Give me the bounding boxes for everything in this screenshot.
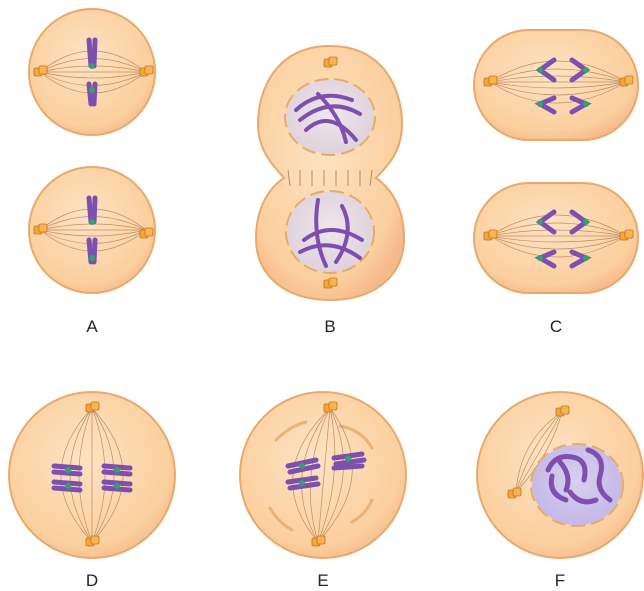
panel-a-cell-top (29, 9, 155, 135)
nucleus (286, 80, 374, 154)
centromere (537, 255, 543, 261)
centromere (583, 67, 589, 73)
panel-e: E (240, 392, 406, 590)
panel-a: A (29, 9, 155, 336)
panel-c-cell-top (474, 30, 638, 140)
centromere (65, 467, 71, 473)
panel-label: F (555, 571, 565, 590)
centromere (583, 101, 589, 107)
centromere (537, 67, 543, 73)
panel-c: C (474, 30, 638, 336)
centromere (583, 255, 589, 261)
centromere (89, 219, 95, 225)
centromere (537, 219, 543, 225)
centromere (583, 219, 589, 225)
panel-f: F (477, 392, 643, 590)
panel-label: A (86, 317, 98, 336)
centromere (299, 480, 305, 486)
panel-c-cell-bottom (474, 183, 638, 293)
centromere (299, 463, 305, 469)
panel-label: B (324, 317, 335, 336)
panel-label: D (86, 571, 98, 590)
panel-b: B (256, 46, 404, 336)
centromere (537, 101, 543, 107)
centromere (89, 255, 95, 261)
centromere (114, 483, 120, 489)
panel-label: C (550, 317, 562, 336)
centromere (345, 456, 351, 462)
centromere (89, 63, 95, 69)
panel-d: D (9, 392, 175, 590)
panel-a-cell-bottom (29, 167, 155, 293)
centromere (114, 467, 120, 473)
centromere (89, 87, 95, 93)
centromere (65, 483, 71, 489)
panel-label: E (317, 571, 328, 590)
